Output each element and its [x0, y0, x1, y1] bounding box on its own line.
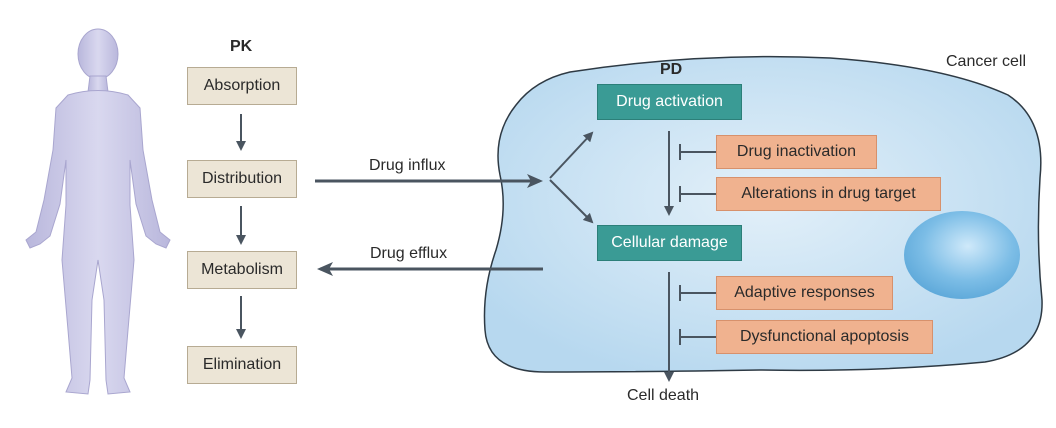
pk-step-metabolism: Metabolism — [187, 251, 297, 289]
cancer-cell-label: Cancer cell — [946, 53, 1027, 70]
drug-activation-box: Drug activation — [597, 84, 742, 120]
human-body-icon — [25, 28, 171, 395]
cancer-cell-membrane — [483, 55, 1043, 373]
drug-influx-label: Drug influx — [369, 157, 446, 174]
dysfunctional-apoptosis-box: Dysfunctional apoptosis — [716, 320, 933, 354]
pk-heading: PK — [230, 38, 253, 55]
pk-step-distribution: Distribution — [187, 160, 297, 198]
nucleus — [904, 211, 1020, 299]
drug-target-alterations-box: Alterations in drug target — [716, 177, 941, 211]
adaptive-responses-box: Adaptive responses — [716, 276, 893, 310]
cellular-damage-box: Cellular damage — [597, 225, 742, 261]
cell-death-label: Cell death — [627, 387, 700, 404]
drug-efflux-label: Drug efflux — [370, 245, 448, 262]
pd-heading: PD — [660, 61, 683, 78]
pk-step-elimination: Elimination — [187, 346, 297, 384]
pk-step-absorption: Absorption — [187, 67, 297, 105]
drug-inactivation-box: Drug inactivation — [716, 135, 877, 169]
